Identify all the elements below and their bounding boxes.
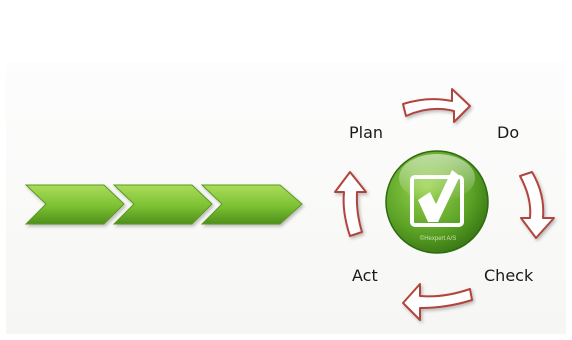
cycle-label-check: Check: [484, 266, 534, 285]
process-chevron-1: [24, 184, 125, 225]
cycle-arrow-check-to-act-icon: [402, 283, 473, 321]
process-chevrons: [24, 184, 303, 225]
process-chevron-2: [112, 184, 213, 225]
center-badge: [385, 150, 489, 254]
process-chevron-3: [200, 184, 303, 225]
checkmark-icon: [418, 170, 460, 222]
cycle-arrow-plan-to-do-icon: [402, 88, 471, 123]
cycle-label-plan: Plan: [349, 123, 384, 142]
checkbox-frame: [410, 175, 464, 227]
cycle-arrow-act-to-plan-icon: [334, 171, 367, 237]
cycle-label-do: Do: [497, 123, 520, 142]
badge-watermark: ©Hexpert A/S: [419, 236, 457, 242]
cycle-arrow-do-to-check-icon: [519, 171, 555, 239]
cycle-label-act: Act: [352, 266, 378, 285]
